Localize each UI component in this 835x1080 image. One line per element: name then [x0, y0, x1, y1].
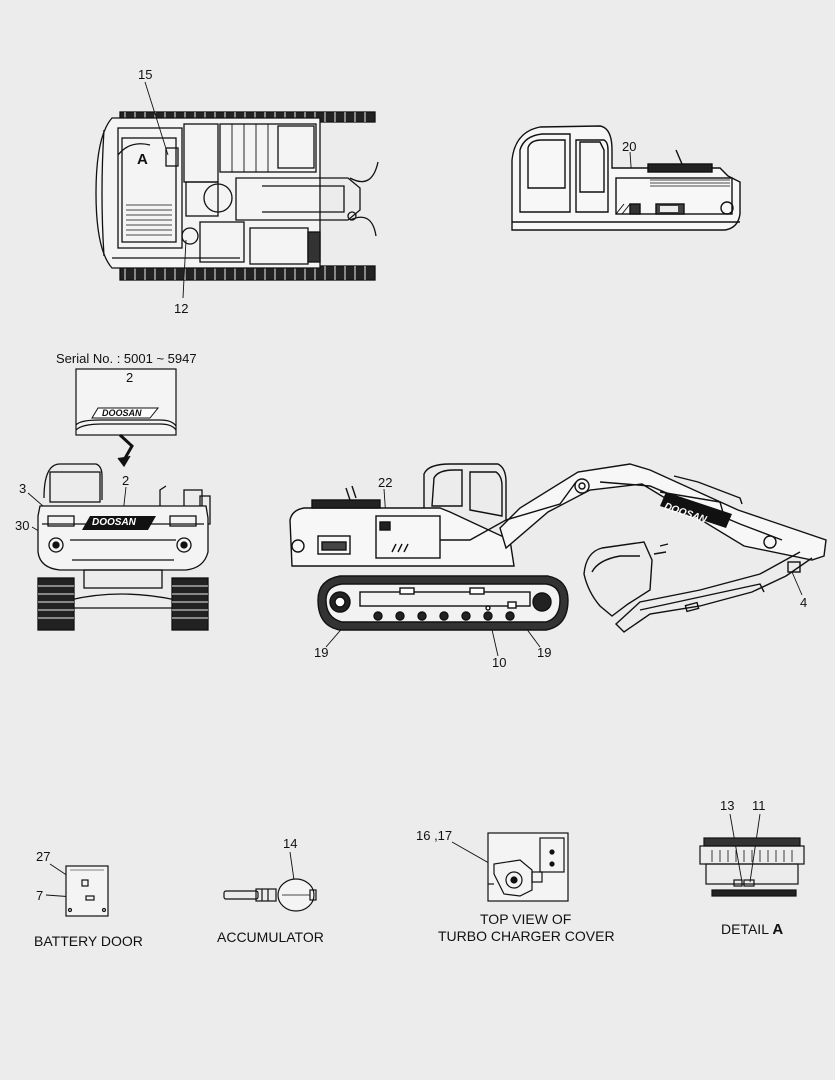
callout-a: A [137, 151, 148, 168]
doosan-logo-rear [82, 516, 156, 530]
caption-detail-letter: A [772, 921, 784, 938]
doosan-logo-rear-text: DOOSAN [92, 517, 136, 528]
callout-12: 12 [174, 301, 189, 316]
callout-19-right: 19 [537, 645, 552, 660]
callout-14: 14 [283, 836, 298, 851]
callout-13: 13 [720, 798, 735, 813]
caption-turbo-line1: TOP VIEW OF [480, 911, 572, 927]
callout-10: 10 [492, 655, 507, 670]
excavator-full-side-view [289, 463, 827, 633]
callout-19-left: 19 [314, 645, 329, 660]
callout-16-17: 16 ,17 [416, 828, 453, 843]
caption-battery-door: BATTERY DOOR [34, 933, 143, 949]
doosan-logo-inset-text: DOOSAN [102, 408, 142, 418]
caption-detail: DETAIL A [721, 921, 784, 939]
callout-11: 11 [752, 798, 766, 813]
callout-30: 30 [15, 518, 30, 533]
callout-27: 27 [36, 849, 51, 864]
doosan-logo-boom [660, 492, 732, 528]
battery-door-drawing [65, 865, 109, 917]
excavator-top-view [95, 111, 379, 281]
callout-2-rear: 2 [122, 473, 130, 488]
callout-3: 3 [19, 481, 27, 496]
callout-7: 7 [36, 888, 44, 903]
callout-2-inset: 2 [126, 370, 134, 385]
callout-4: 4 [800, 595, 808, 610]
accumulator-drawing [223, 878, 317, 912]
serial-number-note: Serial No. : 5001 ~ 5947 [56, 351, 197, 366]
turbo-cover-drawing [487, 832, 569, 902]
excavator-side-view-cab [511, 125, 741, 231]
caption-turbo-line2: TURBO CHARGER COVER [438, 928, 615, 944]
caption-accumulator: ACCUMULATOR [217, 929, 324, 945]
callout-22: 22 [378, 475, 393, 490]
doosan-logo-inset [91, 407, 160, 419]
caption-detail-word: DETAIL [721, 921, 769, 937]
serial-inset [75, 368, 177, 468]
callout-15: 15 [138, 67, 153, 82]
callout-20: 20 [622, 139, 637, 154]
detail-a-drawing [699, 837, 805, 897]
excavator-rear-view [37, 463, 211, 631]
